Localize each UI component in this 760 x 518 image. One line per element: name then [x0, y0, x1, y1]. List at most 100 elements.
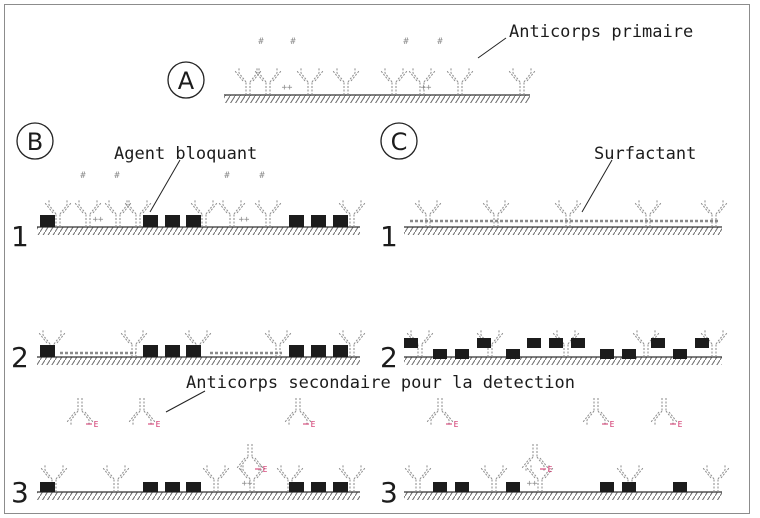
secondary-antibody-c3-2 [650, 398, 678, 426]
block-b2-3 [186, 345, 201, 357]
antibody-c2-3 [632, 329, 660, 357]
step-number-b3: 3 [11, 476, 29, 509]
enzyme-b3-1: E [94, 420, 99, 429]
block-c2-0 [404, 338, 418, 348]
surface-c1-hatch [404, 227, 722, 235]
block-b3-2 [165, 482, 180, 492]
antibody-b1-3 [124, 199, 152, 227]
antibody-b3-2 [202, 464, 230, 492]
enzyme-c3-2: E [610, 420, 615, 429]
surface-b2-hatch [37, 357, 360, 365]
bound-a-1: ++ [282, 83, 293, 93]
bound-b3-1: ++ [242, 479, 253, 489]
block-c3-2 [506, 482, 520, 492]
enzyme-b3-2: E [156, 420, 161, 429]
antibody-b2-1 [120, 329, 148, 357]
antigen-b1-1: # [80, 171, 86, 181]
antibody-c3-1 [480, 464, 508, 492]
block-c2-2 [455, 349, 469, 359]
antibody-c1-3 [634, 199, 662, 227]
bound-c3-1: ++ [527, 479, 538, 489]
panel-a-marker: A [167, 61, 205, 99]
enzyme-b3-3: E [263, 465, 268, 474]
secondary-antibody-b3-1 [128, 398, 156, 426]
surface-a-hatch [224, 95, 530, 103]
bound-b1-1: ++ [93, 215, 104, 225]
block-b3-4 [289, 482, 304, 492]
block-b2-2 [165, 345, 180, 357]
enzyme-c3-3: E [678, 420, 683, 429]
antibody-b1-7 [338, 199, 366, 227]
step-number-c2: 2 [380, 341, 398, 374]
block-c2-3 [477, 338, 491, 348]
antibody-b1-2 [104, 199, 132, 227]
secondary-antibody-c3-0 [426, 398, 454, 426]
antibody-c1-4 [700, 199, 728, 227]
block-b1-6 [333, 215, 348, 227]
antibody-b1-6 [254, 199, 282, 227]
antibody-a-7 [508, 67, 536, 95]
antibody-b3-3 [238, 464, 266, 492]
antibody-b3-5 [338, 464, 366, 492]
secondary-antibody-b3-2 [236, 444, 264, 472]
block-b1-2 [165, 215, 180, 227]
block-c2-7 [571, 338, 585, 348]
block-b2-5 [311, 345, 326, 357]
block-b1-3 [186, 215, 201, 227]
antibody-a-1 [254, 67, 282, 95]
block-b2-4 [289, 345, 304, 357]
enzyme-b3-4: E [311, 420, 316, 429]
diagram-frame [4, 4, 750, 514]
block-c3-3 [600, 482, 614, 492]
antibody-b3-4 [276, 464, 304, 492]
antibody-a-4 [380, 67, 408, 95]
surface-c3-hatch [404, 492, 722, 500]
block-b3-0 [40, 482, 55, 492]
antibody-c2-4 [700, 329, 728, 357]
antigen-b1-3: # [224, 171, 230, 181]
secondary-antibody-c3-3 [521, 444, 549, 472]
block-c3-1 [455, 482, 469, 492]
block-b2-1 [143, 345, 158, 357]
block-b1-5 [311, 215, 326, 227]
surface-c2-hatch [404, 357, 722, 365]
pointer-blocking-agent [149, 159, 181, 213]
antigen-a-4: # [437, 37, 443, 47]
secondary-antibody-b3-0 [66, 398, 94, 426]
antibody-c3-4 [702, 464, 730, 492]
block-c2-10 [651, 338, 665, 348]
block-b1-4 [289, 215, 304, 227]
pointer-surfactant [581, 159, 613, 213]
block-c3-5 [673, 482, 687, 492]
panel-a-letter: A [178, 67, 195, 95]
pointer-secondary-antibody [165, 390, 206, 413]
block-b3-6 [333, 482, 348, 492]
antigen-b1-4: # [259, 171, 265, 181]
panel-b-letter: B [27, 128, 43, 156]
block-b1-1 [143, 215, 158, 227]
enzyme-c3-4: E [548, 465, 553, 474]
label-secondary-antibody: Anticorps secondaire pour la detection [186, 373, 575, 393]
block-b3-5 [311, 482, 326, 492]
antibody-b1-1 [74, 199, 102, 227]
antibody-c3-3 [616, 464, 644, 492]
antigen-a-3: # [403, 37, 409, 47]
antibody-c3-2 [526, 464, 554, 492]
secondary-antibody-c3-1 [582, 398, 610, 426]
secondary-antibody-b3-3 [284, 398, 312, 426]
antibody-b3-0 [40, 464, 68, 492]
antibody-a-0 [234, 67, 262, 95]
block-c2-6 [549, 338, 563, 348]
antibody-c1-0 [414, 199, 442, 227]
antibody-a-3 [332, 67, 360, 95]
block-c2-9 [622, 349, 636, 359]
surface-b3-hatch [37, 492, 360, 500]
antibody-a-6 [446, 67, 474, 95]
block-c2-5 [527, 338, 541, 348]
block-b2-6 [333, 345, 348, 357]
block-b2-0 [40, 345, 55, 357]
antibody-c1-1 [482, 199, 510, 227]
block-c2-8 [600, 349, 614, 359]
panel-b-marker: B [16, 122, 54, 160]
